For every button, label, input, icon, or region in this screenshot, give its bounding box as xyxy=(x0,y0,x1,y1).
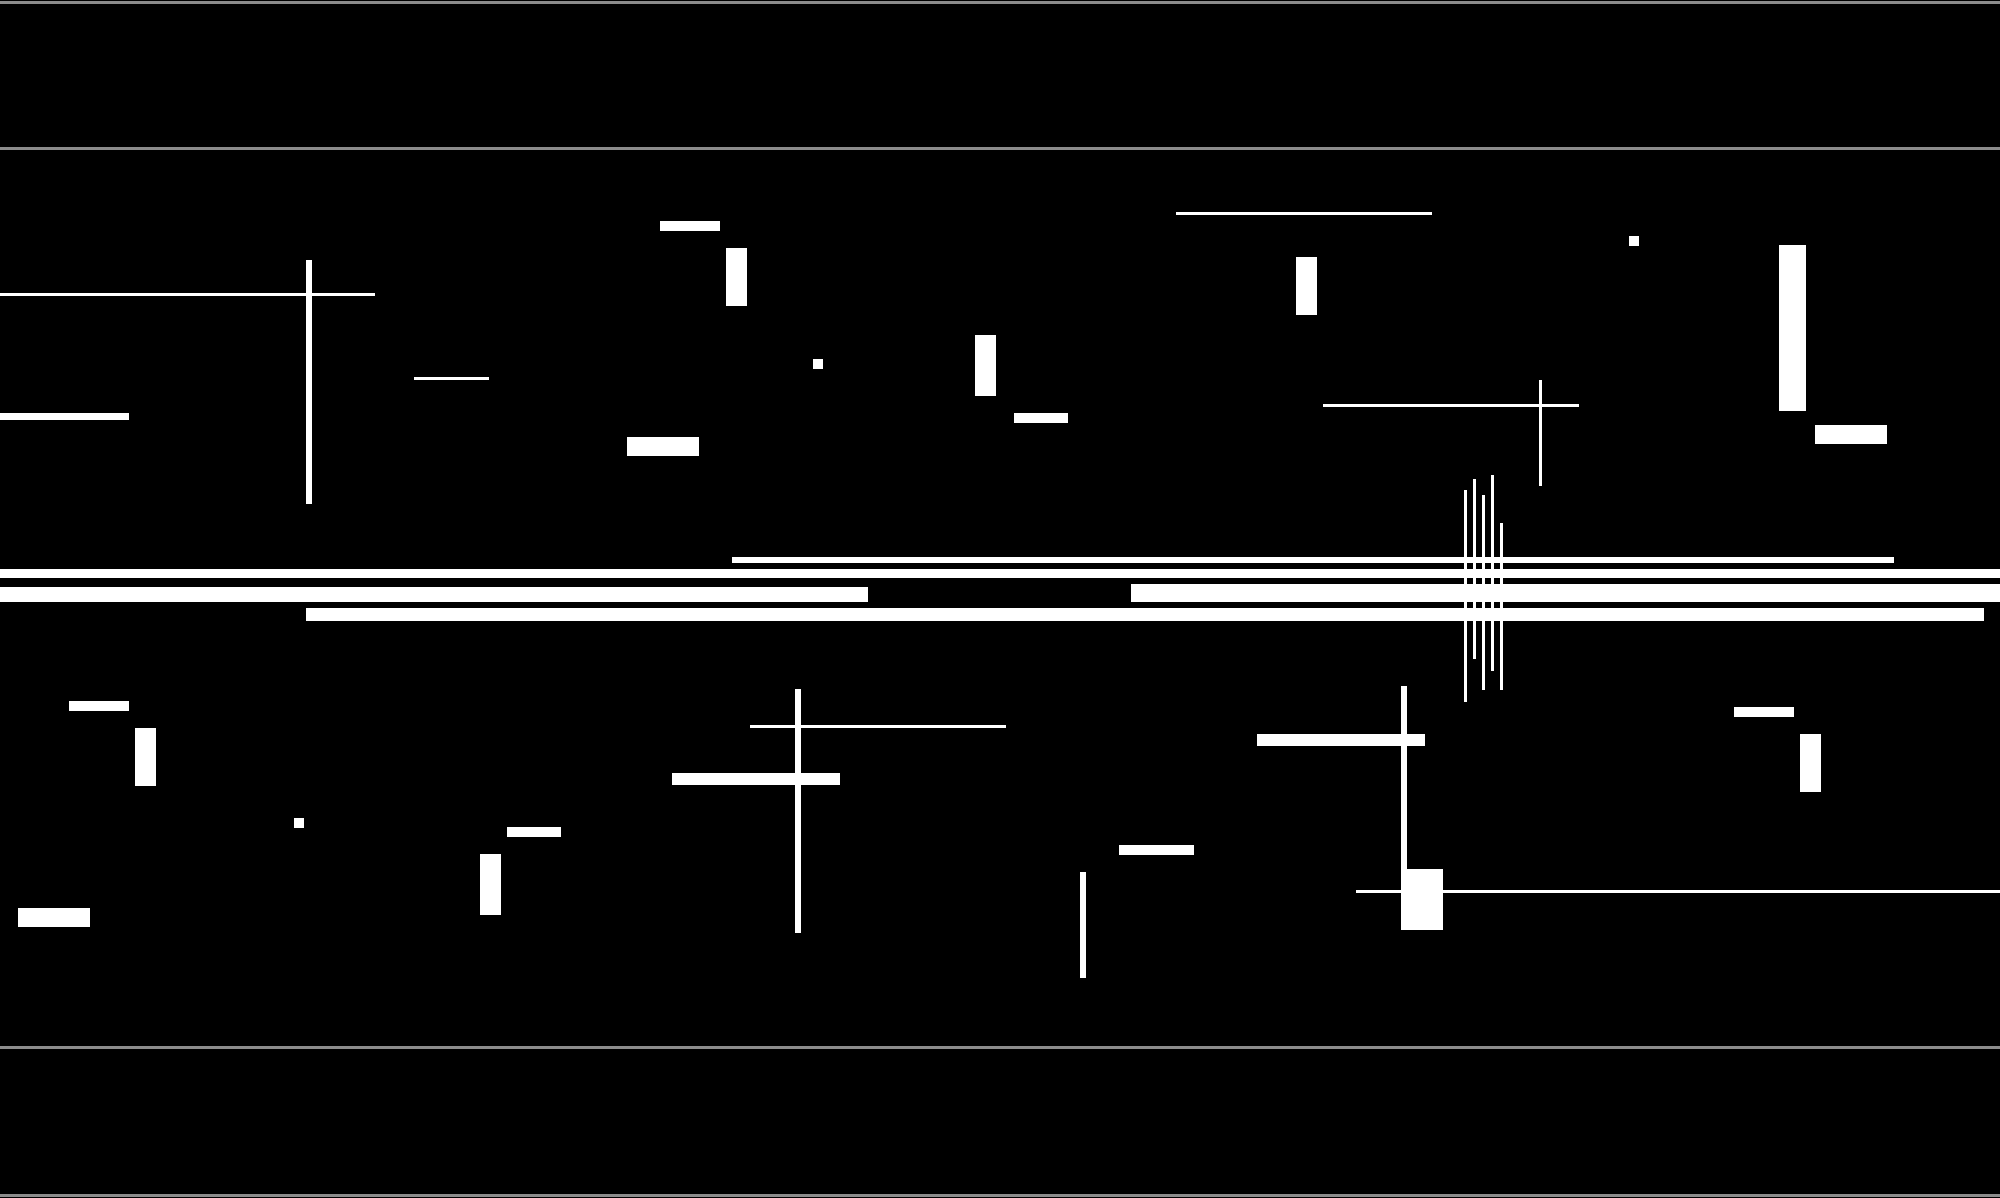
bar-upper-2 xyxy=(627,437,699,456)
block-lower-2 xyxy=(480,854,501,915)
bar-upper-left xyxy=(0,413,129,420)
bar-upper-right xyxy=(1815,425,1887,444)
cross-upper-left-h xyxy=(0,293,375,296)
dot-upper-1 xyxy=(813,359,823,369)
dot-upper-2 xyxy=(1629,236,1639,246)
comb-line-5 xyxy=(1500,523,1503,690)
cross-upper-right-h xyxy=(1323,404,1579,407)
band-full-width xyxy=(0,569,2000,578)
block-lower-square xyxy=(1401,869,1443,930)
line-short-upper xyxy=(414,377,489,380)
block-upper-tall xyxy=(1779,245,1806,411)
comb-line-3 xyxy=(1482,495,1485,690)
rule-upper xyxy=(0,147,2000,150)
band-thin-top xyxy=(732,557,1894,563)
band-right-segment xyxy=(1131,584,2000,602)
line-upper-top xyxy=(1176,212,1432,215)
bar-lower-right xyxy=(1734,707,1794,717)
block-lower-right xyxy=(1800,734,1821,792)
block-upper-1 xyxy=(726,248,747,306)
cross-lower-left-thin-h xyxy=(750,725,1006,728)
cross-upper-right-v xyxy=(1539,380,1542,486)
bar-upper-3 xyxy=(1014,413,1068,423)
band-left-segment xyxy=(0,587,868,602)
block-lower-1 xyxy=(135,728,156,786)
line-lower-vertical xyxy=(1080,872,1086,978)
band-lower xyxy=(306,608,1984,621)
comb-line-1 xyxy=(1464,490,1467,702)
bar-lower-3 xyxy=(507,827,561,837)
cross-lower-left-bar xyxy=(672,773,840,785)
line-lower-right xyxy=(1356,890,2000,893)
cross-lower-right-v xyxy=(1401,686,1407,930)
rule-lower xyxy=(0,1046,2000,1049)
rule-bottom-edge xyxy=(0,1194,2000,1197)
dot-lower-1 xyxy=(294,818,304,828)
bar-upper-1 xyxy=(660,221,720,231)
block-upper-2 xyxy=(975,335,996,396)
cross-upper-left-v xyxy=(306,260,312,504)
block-upper-3 xyxy=(1296,257,1317,315)
comb-line-2 xyxy=(1473,479,1476,659)
bar-lower-4 xyxy=(1119,845,1194,855)
bar-lower-1 xyxy=(69,701,129,711)
cross-lower-left-v xyxy=(795,689,801,933)
rule-top-edge xyxy=(0,1,2000,4)
bar-lower-2 xyxy=(18,908,90,927)
cross-lower-right-bar xyxy=(1257,734,1425,746)
comb-line-4 xyxy=(1491,475,1494,671)
